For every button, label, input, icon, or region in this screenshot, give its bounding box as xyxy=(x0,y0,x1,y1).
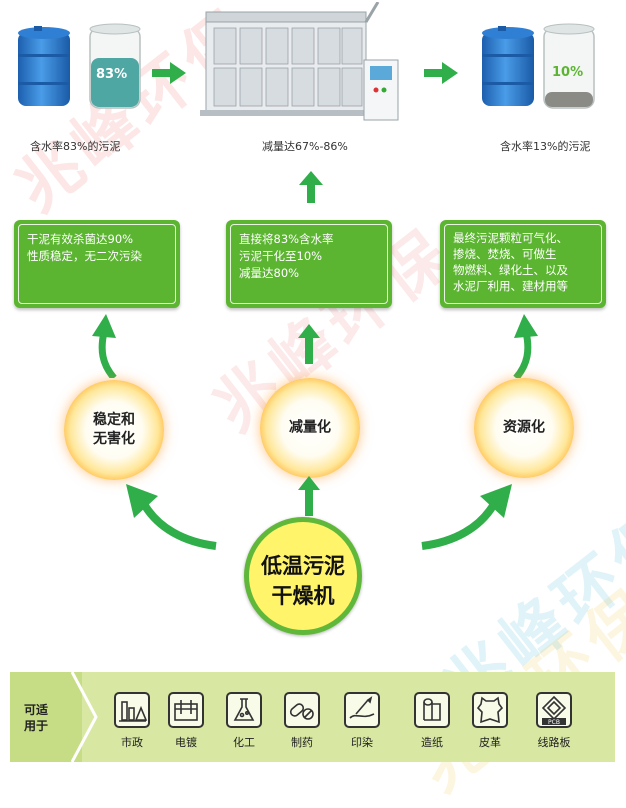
box-line: 性质稳定，无二次污染 xyxy=(27,249,142,263)
industry-label: 造纸 xyxy=(421,736,443,749)
industry-item-pcb: PCB 线路板 xyxy=(528,692,580,750)
industry-label: 皮革 xyxy=(479,736,501,749)
orb-resource: 资源化 xyxy=(474,378,574,478)
blue-barrel-icon xyxy=(482,26,534,106)
box-line: 干泥有效杀菌达90% xyxy=(27,232,134,246)
curved-arrow-icon xyxy=(126,484,217,550)
blue-barrel-icon xyxy=(18,26,70,106)
up-arrow-icon xyxy=(298,476,320,516)
pcb-badge-text: PCB xyxy=(548,719,560,726)
industry-label: 电镀 xyxy=(175,736,197,749)
curved-arrow-icon xyxy=(421,484,512,550)
industry-item-dyeing: 印染 xyxy=(340,692,384,750)
chemical-flask-icon xyxy=(226,692,262,728)
industry-label: 线路板 xyxy=(537,736,571,749)
pcb-icon: PCB xyxy=(536,692,572,728)
orb-label: 资源化 xyxy=(503,419,545,436)
applicable-lead-line: 用于 xyxy=(24,719,49,733)
center-title-line2: 干燥机 xyxy=(271,584,335,608)
box-line: 最终污泥颗粒可气化、 xyxy=(453,231,568,245)
leather-hide-icon xyxy=(472,692,508,728)
curved-up-arrow-icon xyxy=(92,314,117,378)
center-dryer-circle: 低温污泥 干燥机 xyxy=(244,517,362,635)
industry-label: 市政 xyxy=(121,736,143,749)
right-arrow-icon xyxy=(152,62,186,84)
up-arrow-icon xyxy=(298,324,320,364)
paper-roll-icon xyxy=(414,692,450,728)
municipal-icon xyxy=(114,692,150,728)
industry-item-chemical: 化工 xyxy=(222,692,266,750)
orb-reduction: 减量化 xyxy=(260,378,360,478)
electroplating-icon xyxy=(168,692,204,728)
industry-item-paper: 造纸 xyxy=(410,692,454,750)
applicable-industries-band: 可适 用于 市政 电镀 化工 制药 印染 xyxy=(10,672,615,762)
info-box-reduction: 直接将83%含水率 污泥干化至10% 减量达80% xyxy=(226,220,392,308)
chevron-right-icon xyxy=(70,672,98,762)
dryer-machine-icon xyxy=(200,2,399,121)
glass-barrel-icon xyxy=(89,23,141,109)
left-barrel-percent: 83% xyxy=(96,67,128,82)
industry-item-leather: 皮革 xyxy=(468,692,512,750)
top-left-group: 83% 含水率83%的污泥 xyxy=(0,0,170,160)
info-box-stable: 干泥有效杀菌达90% 性质稳定，无二次污染 xyxy=(14,220,180,308)
applicable-lead-line: 可适 xyxy=(24,703,49,717)
industry-label: 化工 xyxy=(233,736,255,749)
dyeing-icon xyxy=(344,692,380,728)
center-title-line1: 低温污泥 xyxy=(261,554,345,578)
industry-item-municipal: 市政 xyxy=(110,692,154,750)
applicable-lead: 可适 用于 xyxy=(10,672,82,762)
industry-label: 印染 xyxy=(351,736,373,749)
box-line: 直接将83%含水率 xyxy=(239,232,334,246)
info-box-resource: 最终污泥颗粒可气化、 掺烧、焚烧、可做生 物燃料、绿化土、以及 水泥厂利用、建材… xyxy=(440,220,606,308)
right-caption: 含水率13%的污泥 xyxy=(500,140,591,153)
box-line: 掺烧、焚烧、可做生 xyxy=(453,247,557,261)
industry-label: 制药 xyxy=(291,736,313,749)
orb-label: 无害化 xyxy=(93,431,135,447)
orb-label: 减量化 xyxy=(289,419,331,436)
industry-item-pharma: 制药 xyxy=(280,692,324,750)
box-line: 物燃料、绿化土、以及 xyxy=(453,263,568,277)
up-arrow-icon xyxy=(299,171,323,203)
right-arrow-icon xyxy=(424,62,458,84)
left-caption: 含水率83%的污泥 xyxy=(30,140,121,153)
glass-barrel-icon xyxy=(543,23,595,109)
industry-item-electroplating: 电镀 xyxy=(164,692,208,750)
pharmacy-pill-icon xyxy=(284,692,320,728)
middle-caption: 减量达67%-86% xyxy=(262,140,348,153)
top-right-group: 10% 含水率13%的污泥 xyxy=(466,0,626,160)
box-line: 减量达80% xyxy=(239,266,300,280)
curved-up-arrow-icon xyxy=(513,314,538,378)
orb-label: 稳定和 xyxy=(93,412,135,428)
box-line: 污泥干化至10% xyxy=(239,249,323,263)
box-line: 水泥厂利用、建材用等 xyxy=(453,279,568,293)
right-barrel-percent: 10% xyxy=(552,65,584,80)
orb-stable-harmless: 稳定和无害化 xyxy=(64,380,164,480)
